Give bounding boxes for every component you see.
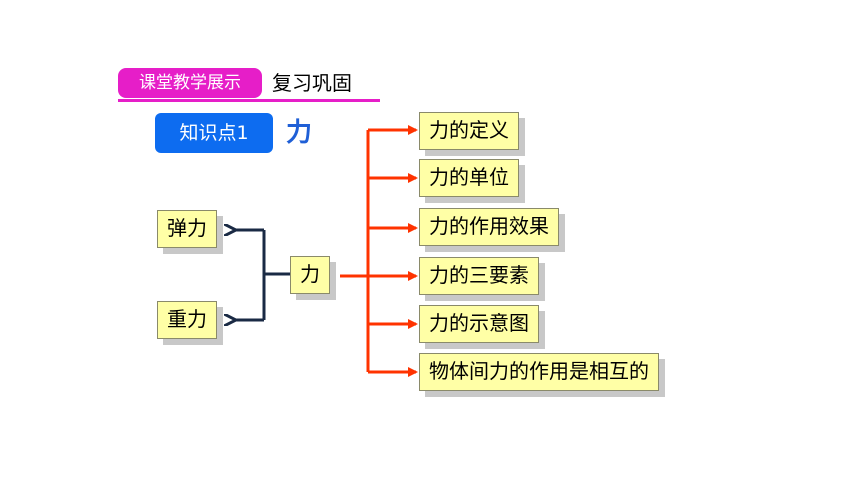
- knowledge-point-title: 力: [286, 118, 313, 148]
- left-node-gravity: 重力: [157, 301, 217, 339]
- left-node-elastic-force: 弹力: [157, 210, 217, 248]
- header-underline: [118, 99, 380, 102]
- left-branch-lines: [234, 230, 290, 320]
- right-node-unit: 力的单位: [419, 159, 519, 197]
- right-node-effect: 力的作用效果: [419, 208, 559, 246]
- right-node-diagram: 力的示意图: [419, 305, 539, 343]
- header-subtitle: 复习巩固: [272, 71, 352, 95]
- right-node-three-elements: 力的三要素: [419, 257, 539, 295]
- right-node-mutual-interaction: 物体间力的作用是相互的: [419, 353, 659, 391]
- center-node: 力: [290, 256, 330, 294]
- right-branch-lines: [340, 125, 418, 377]
- knowledge-point-badge: 知识点1: [155, 113, 273, 153]
- right-node-definition: 力的定义: [419, 112, 519, 150]
- section-tag: 课堂教学展示: [118, 68, 262, 98]
